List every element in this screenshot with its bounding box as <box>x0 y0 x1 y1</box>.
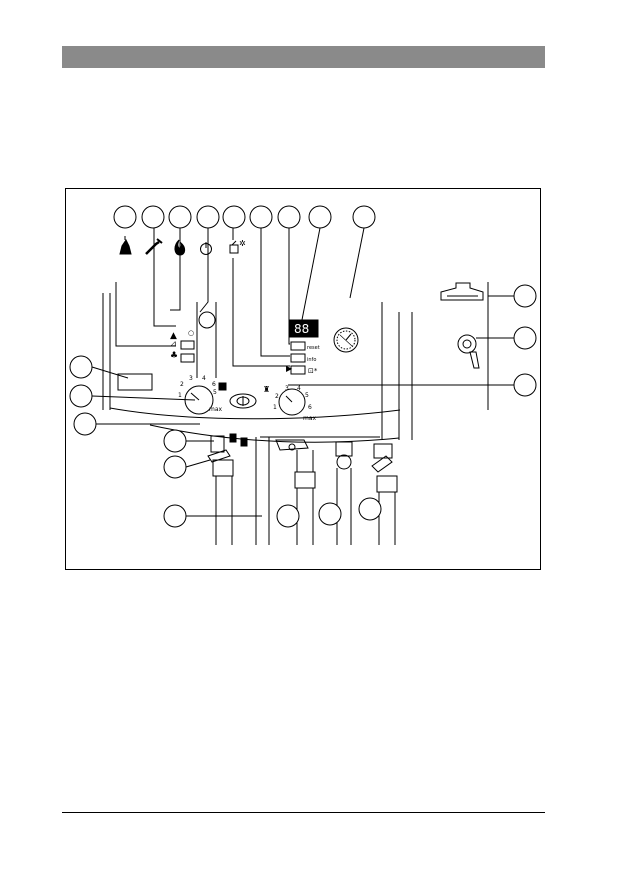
header-bar <box>62 46 545 68</box>
hot-water-dial-scale-1: 1 <box>273 404 277 411</box>
hot-water-dial[interactable]: 1 2 3 4 5 6 max ♜ <box>263 385 317 422</box>
callout-circles-left <box>69 355 200 436</box>
hot-water-dial-scale-5: 5 <box>305 392 309 399</box>
svg-text:⊿: ⊿ <box>170 339 177 348</box>
heating-dial-scale-3: 3 <box>189 375 193 382</box>
heating-dial[interactable]: 1 2 3 4 5 6 max <box>178 375 227 415</box>
hot-water-dial-scale-3: 3 <box>285 385 289 392</box>
svg-text:○: ○ <box>188 329 194 337</box>
callout-circle <box>168 205 192 229</box>
pressure-relief-valve <box>457 334 477 354</box>
vent-valve <box>440 282 484 301</box>
callout-circle <box>141 205 165 229</box>
pipe-connections <box>163 429 398 545</box>
callout-circle <box>222 205 246 229</box>
callout-circle <box>163 455 187 479</box>
heating-dial-scale-max: max <box>209 406 223 413</box>
hot-water-dial-scale-2: 2 <box>275 393 279 400</box>
hot-water-dial-scale-max: max <box>303 415 317 422</box>
svg-text:▶: ▶ <box>286 364 293 373</box>
pressure-gauge-icon <box>333 327 359 353</box>
wrench-icon <box>145 238 163 255</box>
svg-text:▲: ▲ <box>170 331 177 341</box>
callout-circle <box>249 205 273 229</box>
tank-frost-icon: ✲ <box>229 239 246 254</box>
heating-dial-scale-5: 5 <box>213 389 217 396</box>
svg-text:✲: ✲ <box>239 239 246 248</box>
heating-dial-scale-6: 6 <box>212 381 216 388</box>
hot-water-dial-scale-4: 4 <box>297 385 301 392</box>
callout-circle <box>308 205 332 229</box>
mode-button[interactable] <box>229 393 257 409</box>
tap-icon: ♜ <box>263 385 270 394</box>
service-button[interactable] <box>180 353 195 363</box>
svg-text:♣: ♣ <box>170 351 178 361</box>
reset-button[interactable] <box>290 341 306 351</box>
boiler-body <box>102 293 413 443</box>
callout-circle <box>69 384 93 408</box>
callout-circle <box>358 497 382 521</box>
callout-circle <box>277 205 301 229</box>
chimney-sweep-button[interactable] <box>180 340 195 350</box>
hot-water-dial-scale-6: 6 <box>308 404 312 411</box>
figure-frame <box>65 188 541 570</box>
callout-circle <box>196 205 220 229</box>
callout-circle <box>513 326 537 350</box>
nameplate <box>117 373 153 391</box>
info-button-label: info <box>307 357 316 363</box>
top-symbols: ✲ <box>119 236 246 256</box>
display-digits: 88 <box>294 322 309 336</box>
leader-lines <box>115 227 365 367</box>
heating-dial-scale-1: 1 <box>178 392 182 399</box>
callout-circle <box>113 205 137 229</box>
chimney-sweep-icon <box>119 236 132 255</box>
eco-button[interactable] <box>290 365 306 375</box>
radiator-icon <box>218 382 227 391</box>
heating-dial-scale-2: 2 <box>180 381 184 388</box>
footer-rule <box>62 812 545 813</box>
callout-circle <box>352 205 376 229</box>
left-button-panel: ▲ ○ ⊿ ♣ <box>170 311 216 363</box>
callout-circle <box>69 355 93 379</box>
right-components <box>440 282 489 410</box>
callout-circle <box>163 429 187 453</box>
callout-circle <box>513 284 537 308</box>
svg-text:⊡*: ⊡* <box>308 367 318 375</box>
callout-circles-right <box>288 284 537 397</box>
callout-circle <box>513 373 537 397</box>
callout-circles-top <box>113 205 376 229</box>
callout-circle <box>73 412 97 436</box>
reset-button-label: reset <box>307 345 320 351</box>
flame-icon <box>174 239 186 256</box>
display-screen <box>289 319 319 338</box>
power-icon <box>200 242 212 255</box>
callout-circle <box>163 504 187 528</box>
display-panel: 88 reset info ⊡* ▶ <box>286 319 320 375</box>
info-button[interactable] <box>290 353 306 363</box>
reset-knob[interactable] <box>198 311 216 329</box>
callout-circle <box>276 504 300 528</box>
callout-circle <box>318 502 342 526</box>
heating-dial-scale-4: 4 <box>202 375 206 382</box>
